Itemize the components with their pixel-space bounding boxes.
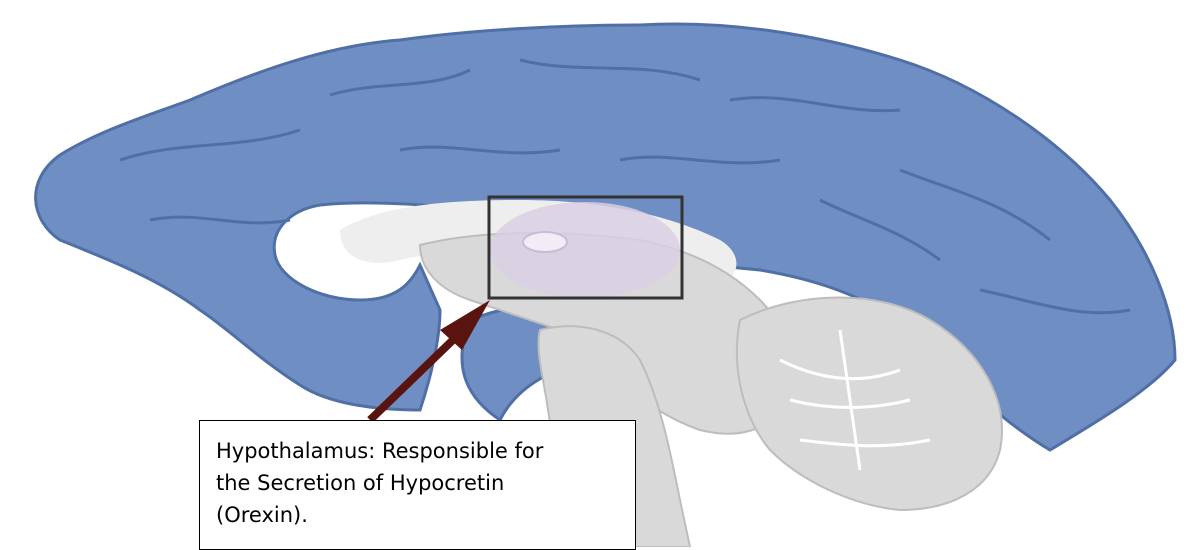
label-line-3: (Orexin). bbox=[216, 499, 635, 531]
hypothalamus-label: Hypothalamus: Responsible for the Secret… bbox=[199, 420, 636, 550]
highlight-core bbox=[523, 232, 567, 252]
label-line-1: Hypothalamus: Responsible for bbox=[216, 435, 635, 467]
label-line-2: the Secretion of Hypocretin bbox=[216, 467, 635, 499]
highlight-region bbox=[490, 202, 680, 298]
